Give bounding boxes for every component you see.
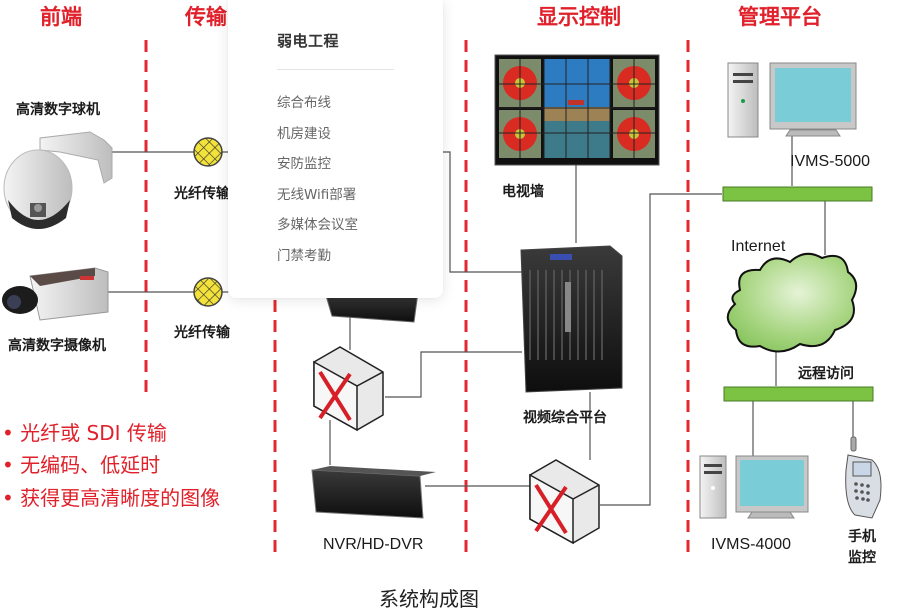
label-ivms5000: IVMS-5000 <box>790 153 870 170</box>
dropdown-menu-list: 综合布线 机房建设 安防监控 无线Wifi部署 多媒体会议室 门禁考勤 <box>277 92 358 276</box>
section-title-display-control: 显示控制 <box>537 5 621 29</box>
workstation-ivms4000-icon <box>699 455 809 519</box>
video-platform-icon <box>520 245 623 393</box>
diagram-caption: 系统构成图 <box>379 587 479 610</box>
network-switch-bar-bottom <box>723 386 874 402</box>
feature-item: • 获得更高清晰度的图像 <box>2 486 220 510</box>
label-nvr: NVR/HD-DVR <box>323 536 423 553</box>
menu-item-security-monitoring[interactable]: 安防监控 <box>277 156 331 173</box>
dome-camera-icon <box>3 131 113 229</box>
menu-item-multimedia-meeting-room[interactable]: 多媒体会议室 <box>277 217 358 234</box>
label-video-wall: 电视墙 <box>502 183 544 200</box>
label-ivms4000: IVMS-4000 <box>711 536 791 553</box>
video-wall-icon <box>494 54 660 166</box>
menu-item-structured-cabling[interactable]: 综合布线 <box>277 95 331 111</box>
fiber-transceiver-icon <box>193 277 223 307</box>
menu-item-server-room[interactable]: 机房建设 <box>277 125 331 142</box>
network-switch-icon <box>313 346 384 432</box>
label-mobile-line2: 监控 <box>848 549 876 566</box>
label-internet: Internet <box>731 238 786 255</box>
dropdown-menu-divider <box>277 69 394 70</box>
label-video-platform: 视频综合平台 <box>523 409 607 426</box>
feature-item: • 无编码、低延时 <box>2 453 160 477</box>
dropdown-menu-title: 弱电工程 <box>277 32 340 50</box>
label-dome-camera: 高清数字球机 <box>16 101 100 118</box>
label-mobile-line1: 手机 <box>848 528 876 545</box>
label-fiber-1: 光纤传输 <box>173 185 231 202</box>
workstation-ivms5000-icon <box>727 62 857 138</box>
menu-item-wifi-deployment[interactable]: 无线Wifi部署 <box>277 186 357 203</box>
box-camera-icon <box>2 267 109 321</box>
label-remote-access: 远程访问 <box>798 365 854 382</box>
feature-item: • 光纤或 SDI 传输 <box>2 421 167 445</box>
section-title-frontend: 前端 <box>40 5 82 29</box>
network-switch-bar-top <box>722 186 873 202</box>
mobile-phone-icon <box>845 436 882 519</box>
section-title-management: 管理平台 <box>738 5 822 29</box>
nvr-device-icon <box>311 466 436 519</box>
label-box-camera: 高清数字摄像机 <box>8 337 106 354</box>
section-title-transmission: 传输 <box>184 5 228 29</box>
menu-item-access-attendance[interactable]: 门禁考勤 <box>277 247 331 264</box>
network-switch-icon <box>529 459 600 545</box>
fiber-transceiver-icon <box>193 137 223 167</box>
internet-cloud-icon <box>726 252 858 353</box>
label-fiber-2: 光纤传输 <box>173 324 231 341</box>
dropdown-menu-weak-current: 弱电工程 综合布线 机房建设 安防监控 无线Wifi部署 多媒体会议室 门禁考勤 <box>228 0 443 298</box>
